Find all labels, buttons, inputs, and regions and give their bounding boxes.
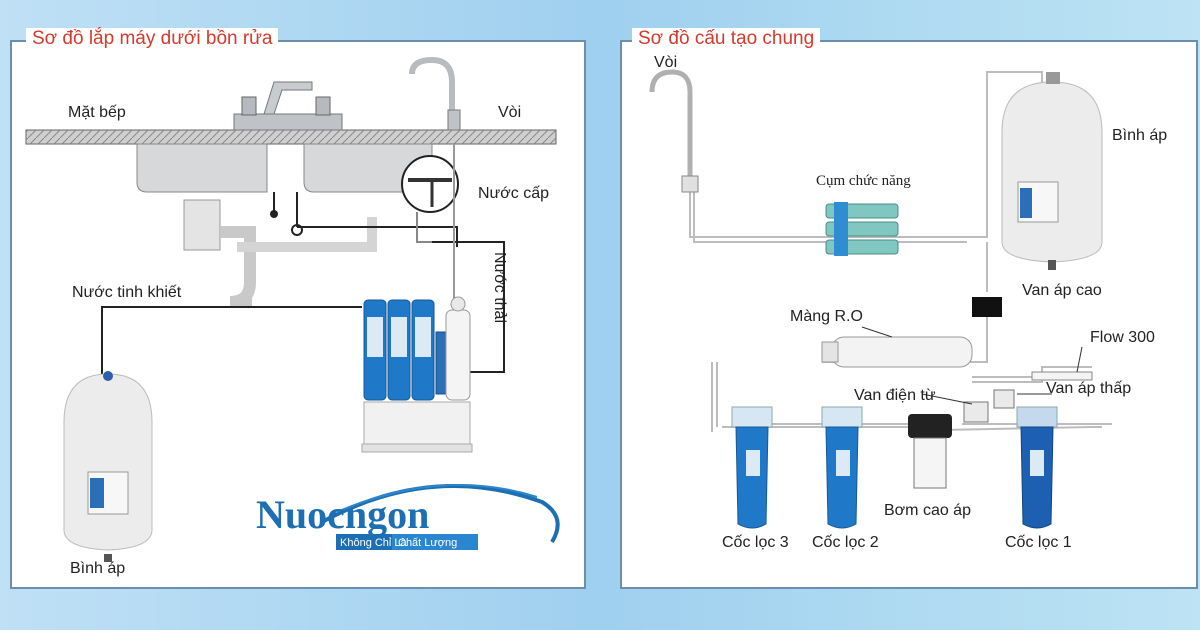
pure-water-label: Nước tinh khiết — [72, 284, 182, 301]
left-panel: Sơ đồ lắp máy dưới bồn rửa — [10, 28, 586, 589]
flow-restrictor — [1031, 371, 1093, 381]
countertop-label: Mặt bếp — [68, 104, 126, 121]
pressure-tank-label-left: Bình áp — [70, 560, 126, 577]
function-cluster-label: Cụm chức năng — [816, 173, 911, 189]
ro-faucet — [409, 56, 455, 130]
structure-diagram — [649, 69, 1112, 529]
pump-label: Bơm cao áp — [884, 502, 971, 519]
ro-membrane — [821, 326, 973, 368]
right-panel: Sơ đồ cấu tạo chung — [620, 28, 1198, 589]
sink-bowl-left — [136, 143, 268, 193]
kitchen-faucet — [263, 81, 313, 115]
waste-water-label: Nước thải — [491, 252, 508, 323]
faucet-label-right: Vòi — [654, 54, 678, 71]
left-panel-title: Sơ đồ lắp máy dưới bồn rửa — [26, 28, 279, 50]
high-pressure-valve-label: Van áp cao — [1022, 282, 1102, 299]
filter-1-label: Cốc lọc 1 — [1005, 534, 1072, 551]
pure-water-line — [101, 306, 362, 377]
drain-trap — [183, 199, 221, 251]
ro-machine — [361, 296, 473, 453]
filter-2-label: Cốc lọc 2 — [812, 534, 879, 551]
solenoid-valve — [963, 401, 989, 423]
flow-label: Flow 300 — [1090, 329, 1155, 346]
solenoid-valve-label: Van điện từ — [854, 387, 936, 404]
sink-bowl-right — [303, 143, 433, 193]
pressure-tank-label-right: Bình áp — [1112, 127, 1168, 144]
filter-cup-3 — [731, 406, 773, 529]
function-cluster — [825, 202, 899, 256]
logo-slogan-1: Không Chỉ Là — [340, 537, 408, 549]
filter-cup-1 — [1016, 406, 1058, 529]
low-pressure-valve-label: Van áp thấp — [1046, 380, 1132, 397]
faucet-right — [649, 69, 693, 192]
feed-valve-detail — [401, 155, 459, 213]
ro-membrane-label: Màng R.O — [790, 308, 863, 325]
feed-water-label: Nước cấp — [478, 185, 549, 202]
under-sink-diagram: Nuocngon Không Chỉ Là Chất Lượng — [25, 56, 560, 562]
low-pressure-valve — [993, 389, 1015, 409]
pressure-tank-left — [63, 371, 153, 562]
pressure-tank-right — [1001, 72, 1103, 270]
logo-brand: Nuocngon — [256, 492, 429, 537]
logo-slogan-2: Chất Lượng — [398, 537, 457, 549]
filter-3-label: Cốc lọc 3 — [722, 534, 789, 551]
high-pressure-pump — [908, 414, 952, 489]
faucet-label: Vòi — [498, 104, 522, 121]
waste-water-line — [432, 241, 505, 373]
filter-cup-2 — [821, 406, 863, 529]
right-panel-title: Sơ đồ cấu tạo chung — [632, 28, 821, 50]
high-pressure-valve — [972, 297, 1002, 317]
